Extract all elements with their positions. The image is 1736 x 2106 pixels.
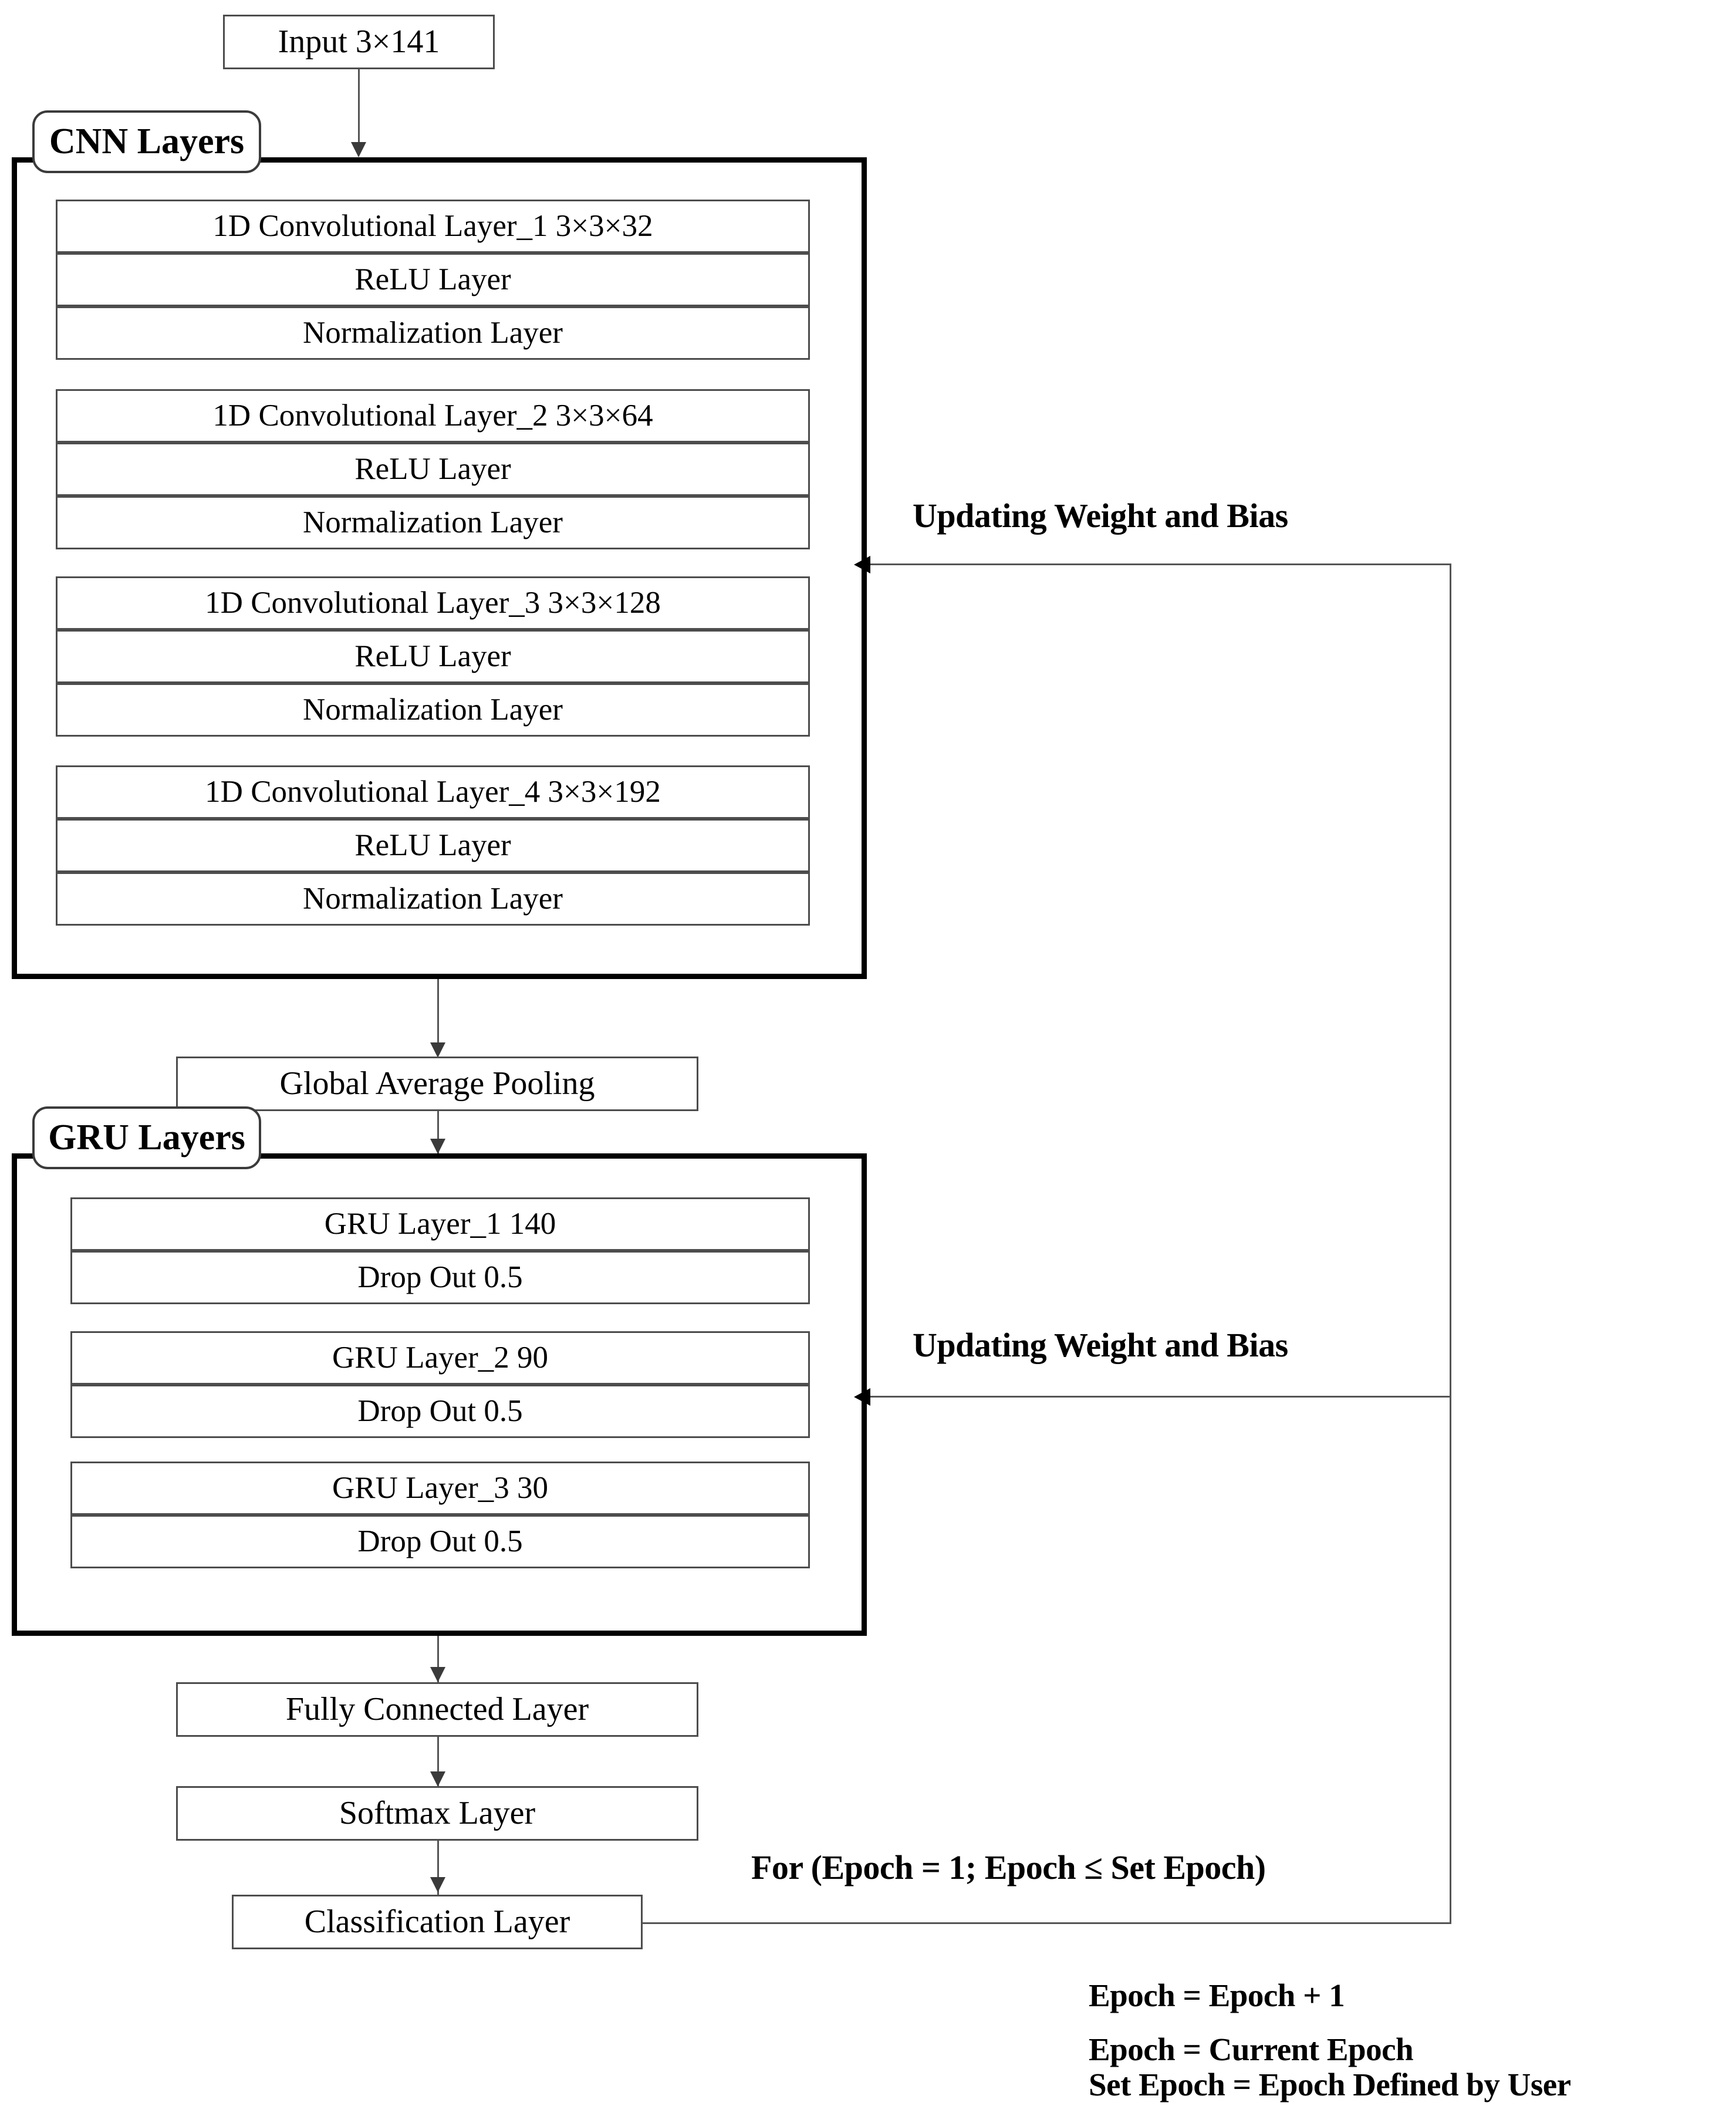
norm-layer-2-label: Normalization Layer [303,505,563,539]
feedback-label-cnn-text: Updating Weight and Bias [913,497,1288,535]
conv-layer-1-label: 1D Convolutional Layer_1 3×3×32 [212,208,653,243]
arrow-gap-to-gru-head [430,1139,445,1154]
relu-layer-3-box: ReLU Layer [56,630,810,683]
norm-layer-3-box: Normalization Layer [56,683,810,737]
dropout-3-box: Drop Out 0.5 [70,1515,810,1568]
feedback-label-gru: Updating Weight and Bias [913,1325,1288,1365]
legend-line-3: Set Epoch = Epoch Defined by User [1089,2066,1571,2103]
input-box-label: Input 3×141 [278,23,440,60]
conv-layer-4-box: 1D Convolutional Layer_4 3×3×192 [56,765,810,819]
feedback-label-loop: For (Epoch = 1; Epoch ≤ Set Epoch) [751,1848,1266,1887]
gru-layers-tab-label: GRU Layers [48,1118,245,1157]
gru-layer-2-box: GRU Layer_2 90 [70,1331,810,1385]
softmax-layer-box: Softmax Layer [176,1786,698,1841]
gru-layer-2-label: GRU Layer_2 90 [332,1340,548,1375]
arrow-cnn-to-gap-line [437,979,439,1045]
relu-layer-4-label: ReLU Layer [354,828,511,862]
gru-layer-1-box: GRU Layer_1 140 [70,1197,810,1251]
dropout-3-label: Drop Out 0.5 [357,1524,523,1558]
dropout-1-label: Drop Out 0.5 [357,1260,523,1294]
legend-line-1-text: Epoch = Epoch + 1 [1089,1977,1345,2013]
arrow-softmax-to-classification-line [437,1841,439,1895]
feedback-label-gru-text: Updating Weight and Bias [913,1326,1288,1364]
feedback-label-loop-text: For (Epoch = 1; Epoch ≤ Set Epoch) [751,1848,1266,1886]
feedback-label-cnn: Updating Weight and Bias [913,496,1288,535]
conv-layer-1-box: 1D Convolutional Layer_1 3×3×32 [56,200,810,253]
relu-layer-1-box: ReLU Layer [56,253,810,306]
feedback-arrow-gru-line [870,1396,1451,1398]
gru-layer-1-label: GRU Layer_1 140 [324,1206,556,1241]
arrow-cnn-to-gap-head [430,1042,445,1058]
relu-layer-4-box: ReLU Layer [56,819,810,872]
arrow-fc-to-softmax-head [430,1771,445,1787]
gru-layer-3-box: GRU Layer_3 30 [70,1462,810,1515]
classification-layer-label: Classification Layer [304,1904,570,1940]
fully-connected-layer-box: Fully Connected Layer [176,1682,698,1737]
legend-line-2-text: Epoch = Current Epoch [1089,2031,1414,2067]
arrow-gru-to-fc-head [430,1667,445,1682]
norm-layer-2-box: Normalization Layer [56,496,810,549]
classification-layer-box: Classification Layer [232,1895,643,1949]
conv-layer-4-label: 1D Convolutional Layer_4 3×3×192 [205,774,661,809]
norm-layer-1-label: Normalization Layer [303,315,563,350]
legend-line-2: Epoch = Current Epoch [1089,2031,1414,2068]
feedback-arrow-cnn-line [870,563,1451,565]
feedback-arrow-cnn-head [854,556,870,573]
softmax-layer-label: Softmax Layer [339,1795,536,1832]
cnn-layers-tab: CNN Layers [32,110,261,173]
fully-connected-layer-label: Fully Connected Layer [285,1691,589,1728]
relu-layer-3-label: ReLU Layer [354,639,511,673]
conv-layer-3-box: 1D Convolutional Layer_3 3×3×128 [56,576,810,630]
relu-layer-2-box: ReLU Layer [56,443,810,496]
norm-layer-1-box: Normalization Layer [56,306,810,360]
arrow-input-to-cnn-line [358,69,360,144]
arrow-input-to-cnn-head [351,142,366,157]
feedback-loop-bottom-segment [643,1922,1451,1924]
arrow-softmax-to-classification-head [430,1877,445,1892]
global-average-pooling-label: Global Average Pooling [279,1065,595,1102]
legend-line-1: Epoch = Epoch + 1 [1089,1977,1345,2014]
dropout-1-box: Drop Out 0.5 [70,1251,810,1304]
conv-layer-2-label: 1D Convolutional Layer_2 3×3×64 [212,398,653,433]
cnn-layers-tab-label: CNN Layers [49,122,245,161]
feedback-arrow-gru-head [854,1388,870,1406]
norm-layer-4-label: Normalization Layer [303,881,563,916]
input-box: Input 3×141 [223,15,495,69]
conv-layer-2-box: 1D Convolutional Layer_2 3×3×64 [56,389,810,443]
arrow-gru-to-fc-line [437,1636,439,1686]
arrow-fc-to-softmax-line [437,1737,439,1787]
gru-layer-3-label: GRU Layer_3 30 [332,1470,548,1505]
feedback-loop-vertical-segment [1450,563,1451,1924]
arrow-gap-to-gru-line [437,1111,439,1158]
conv-layer-3-label: 1D Convolutional Layer_3 3×3×128 [205,585,661,620]
norm-layer-3-label: Normalization Layer [303,692,563,727]
dropout-2-box: Drop Out 0.5 [70,1385,810,1438]
dropout-2-label: Drop Out 0.5 [357,1393,523,1428]
relu-layer-2-label: ReLU Layer [354,451,511,486]
relu-layer-1-label: ReLU Layer [354,262,511,296]
norm-layer-4-box: Normalization Layer [56,872,810,926]
global-average-pooling-box: Global Average Pooling [176,1057,698,1111]
legend-line-3-text: Set Epoch = Epoch Defined by User [1089,2067,1571,2102]
gru-layers-tab: GRU Layers [32,1106,261,1169]
